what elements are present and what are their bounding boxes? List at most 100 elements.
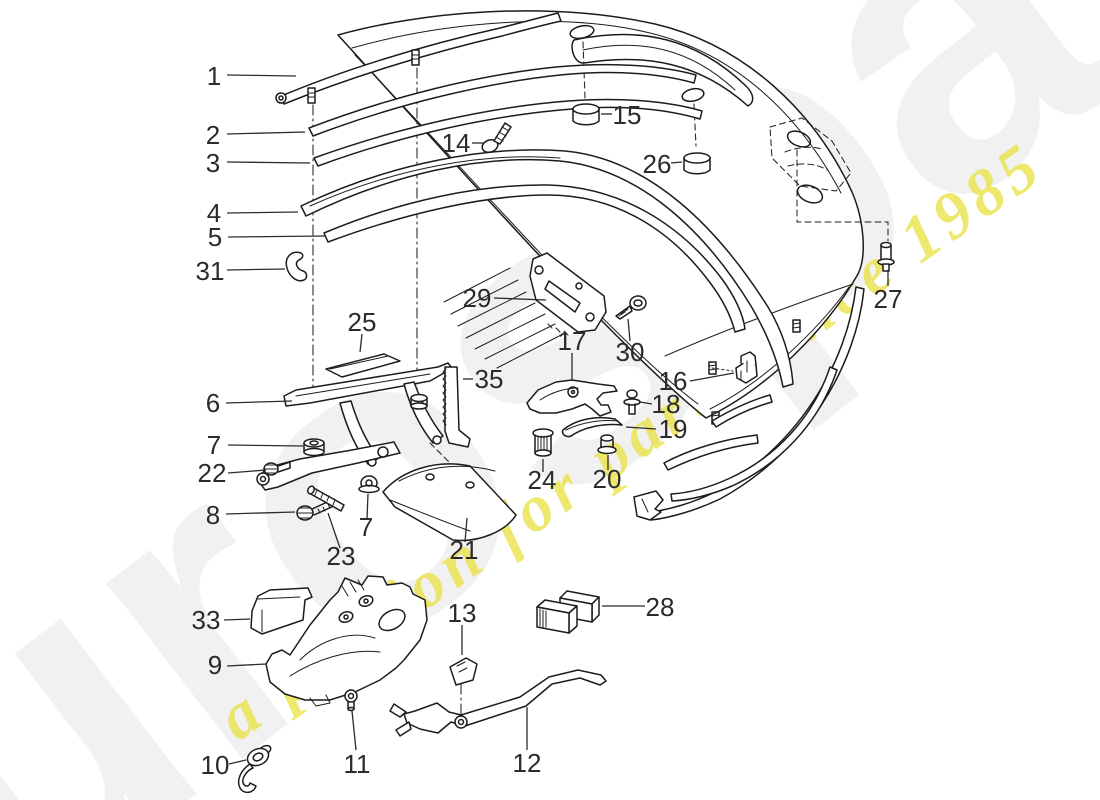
part-leader-31 [226, 268, 286, 271]
part-leader-22 [227, 469, 267, 474]
serrated-strip-35 [442, 366, 471, 448]
part-number-28: 28 [646, 592, 675, 622]
part-leader-2 [226, 131, 306, 135]
strip-stud [411, 49, 420, 66]
part-number-25: 25 [348, 307, 377, 337]
lid-hole-for-15 [569, 24, 595, 40]
grommet-20 [597, 434, 617, 455]
part-leader-26 [670, 161, 683, 164]
part-number-19: 19 [659, 414, 688, 444]
buffer-stud-27 [877, 241, 895, 272]
part-number-33: 33 [192, 605, 221, 635]
grommet-7-upper [410, 393, 428, 410]
trim-strip-5 [323, 184, 746, 333]
part-leader-1 [226, 74, 297, 77]
threaded-insert-24 [532, 428, 554, 457]
part-number-10: 10 [201, 750, 230, 780]
part-number-35: 35 [475, 364, 504, 394]
part-number-3: 3 [206, 148, 220, 178]
part-number-20: 20 [593, 464, 622, 494]
part-leader-6 [225, 400, 293, 404]
part-leader-11 [351, 710, 357, 751]
latch-17 [526, 379, 618, 417]
part-number-11: 11 [344, 749, 371, 779]
bracket-29 [529, 252, 607, 336]
part-leader-33 [223, 618, 251, 621]
trim-strip-4 [300, 149, 794, 388]
part-leader-4 [226, 211, 299, 214]
part-number-7: 7 [359, 512, 373, 542]
grommet-26 [683, 152, 711, 175]
part-number-21: 21 [450, 535, 479, 565]
hook-bolt-10 [237, 744, 272, 794]
part-number-2: 2 [206, 120, 220, 150]
part-number-8: 8 [206, 500, 220, 530]
part-number-24: 24 [528, 465, 557, 495]
pin-11 [344, 689, 358, 712]
nut-7 [358, 475, 380, 494]
part-leader-5 [227, 235, 327, 238]
part-leader-9 [226, 663, 267, 667]
screw-23 [307, 485, 345, 512]
bracket-9 [265, 575, 428, 707]
screw-14 [481, 122, 512, 154]
part-leader-3 [226, 161, 311, 164]
part-number-9: 9 [208, 650, 222, 680]
part-number-14: 14 [442, 128, 471, 158]
part-leader-23 [327, 512, 341, 549]
part-leader-8 [225, 511, 296, 515]
part-number-12: 12 [513, 748, 542, 778]
trim-strip-3 [313, 98, 703, 167]
part-number-4: 4 [207, 198, 221, 228]
part-leader-10 [228, 759, 247, 765]
part-leader-29 [493, 297, 547, 301]
part-number-22: 22 [198, 458, 227, 488]
part-leader-21 [464, 517, 468, 543]
trim-33 [250, 587, 313, 635]
lid-hole-for-26 [681, 87, 705, 103]
part-leader-30 [627, 318, 631, 342]
part-number-23: 23 [327, 541, 356, 571]
trim-strip-2 [308, 63, 697, 137]
clip-16 [735, 351, 758, 384]
part-leader-16 [689, 372, 735, 382]
part-number-7: 7 [207, 430, 221, 460]
part-number-27: 27 [874, 284, 903, 314]
part-number-16: 16 [659, 366, 688, 396]
lid-corner-hole-b [796, 184, 824, 204]
part-number-6: 6 [206, 388, 220, 418]
grommet-15 [572, 103, 600, 126]
part-number-17: 17 [558, 326, 587, 356]
side-seal-strips [633, 286, 865, 521]
part-leader-25 [359, 333, 363, 353]
wedge-19 [561, 416, 623, 438]
grommet-7 [303, 438, 325, 457]
connector-28 [536, 590, 600, 634]
part-number-29: 29 [463, 283, 492, 313]
rod-12 [389, 669, 607, 737]
part-number-30: 30 [616, 337, 645, 367]
part-leader-7 [227, 444, 304, 447]
bolt-22 [263, 461, 291, 476]
trim-strip-1 [275, 12, 562, 105]
part-number-13: 13 [448, 598, 477, 628]
part-number-31: 31 [196, 256, 225, 286]
strip-stud [307, 87, 316, 104]
part-number-15: 15 [613, 100, 642, 130]
pad-25 [325, 353, 401, 378]
lid-hatching [443, 267, 566, 369]
hidden-detail-outline [769, 117, 889, 242]
part-leader-19 [625, 426, 657, 430]
clip-31 [285, 251, 308, 282]
part-leader-18 [639, 401, 653, 405]
part-leader-7 [366, 493, 369, 520]
screw-30 [615, 295, 647, 320]
part-number-5: 5 [208, 222, 222, 252]
clip-13 [449, 657, 478, 686]
lid-corner-hole-a [786, 130, 812, 148]
part-number-18: 18 [652, 389, 681, 419]
part-number-1: 1 [207, 61, 221, 91]
